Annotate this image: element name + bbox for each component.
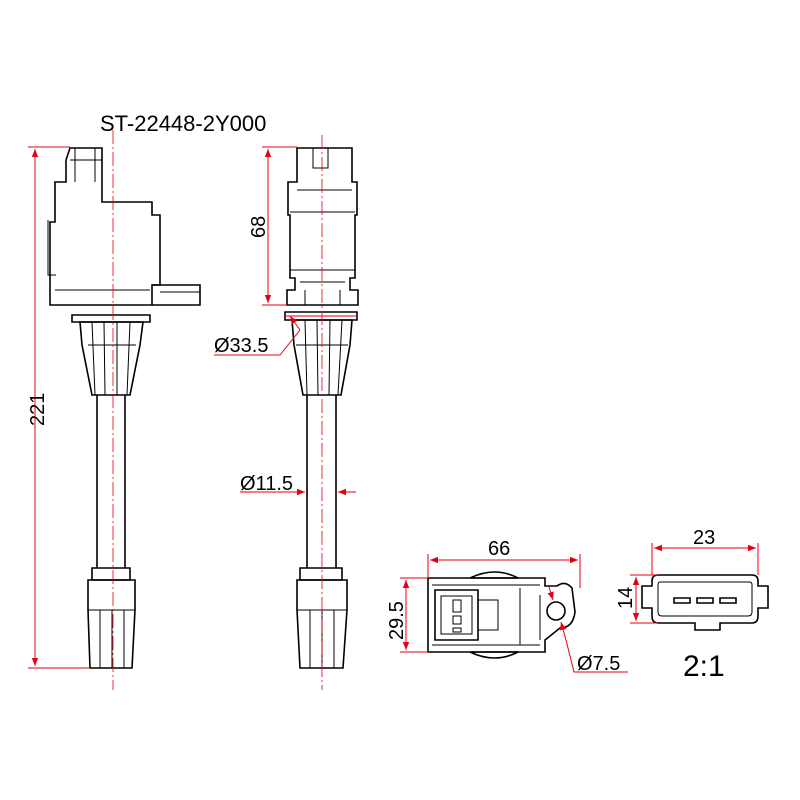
coil-side-view (47, 130, 201, 690)
dimension-connector-height: 14 (615, 574, 658, 624)
svg-text:221: 221 (27, 393, 49, 426)
coil-front-view (284, 135, 359, 690)
svg-text:Ø7.5: Ø7.5 (577, 653, 620, 675)
dimension-total-length: 221 (27, 146, 90, 669)
upper-boot-left (79, 321, 144, 396)
mounting-hole (546, 601, 566, 621)
dimension-top-height: 29.5 (386, 577, 428, 653)
scale-label: 2:1 (683, 650, 725, 683)
svg-text:29.5: 29.5 (386, 601, 408, 640)
dimension-tube-diameter: Ø11.5 (240, 473, 356, 496)
svg-text:Ø11.5: Ø11.5 (240, 473, 293, 495)
dimension-connector-width: 23 (651, 527, 759, 575)
part-number-title: ST-22448-2Y000 (100, 111, 266, 136)
dimension-boot-diameter: Ø33.5 (214, 315, 358, 357)
svg-text:Ø33.5: Ø33.5 (214, 335, 268, 357)
connector-face-view (641, 574, 769, 631)
dimension-head-height: 68 (248, 146, 297, 306)
svg-text:66: 66 (488, 538, 510, 560)
svg-text:23: 23 (693, 527, 715, 549)
dimension-hole-diameter: Ø7.5 (547, 586, 628, 675)
coil-top-view (427, 571, 576, 659)
svg-text:14: 14 (615, 587, 637, 609)
dimension-top-width: 66 (427, 538, 581, 588)
upper-boot-front (291, 319, 353, 396)
svg-text:68: 68 (248, 216, 270, 238)
